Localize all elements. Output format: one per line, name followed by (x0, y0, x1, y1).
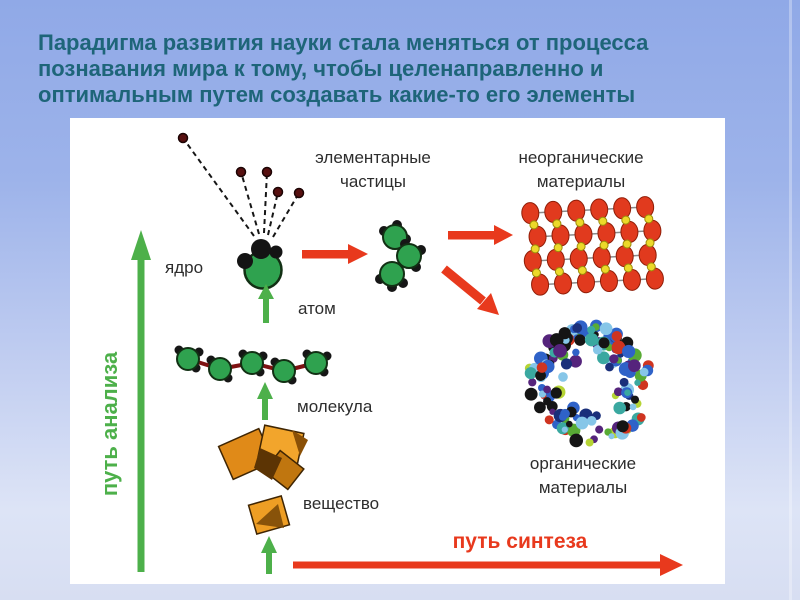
synthesis-path-arrow (293, 554, 683, 576)
green-arrow-molecule (257, 382, 273, 420)
title-line-3: оптимальным путем создавать какие-то его… (38, 82, 636, 107)
red-arrow-atom-to-inorganic (448, 225, 513, 245)
label-nucleus: ядро (165, 258, 204, 277)
red-arrow-nucleus-to-atom (302, 244, 368, 264)
analysis-path-arrow (131, 230, 151, 572)
inorganic-lattice-illustration (521, 196, 664, 296)
elementary-particle-dots (177, 132, 305, 199)
title-line-2: познавания мира к тому, чтобы целенаправ… (38, 56, 604, 81)
title-line-1: Парадигма развития науки стала меняться … (38, 30, 649, 55)
label-substance: вещество (303, 494, 380, 513)
diagram-panel: элементарные частицы неорганические мате… (70, 118, 725, 584)
nucleus-illustration (237, 239, 283, 290)
label-organic-materials: органические материалы (529, 454, 637, 497)
slide-edge-highlight (789, 0, 792, 600)
green-arrow-nucleus (258, 284, 274, 323)
organic-ring-illustration (524, 319, 654, 448)
molecule-chain-illustration (174, 345, 332, 385)
green-arrow-substance (261, 536, 277, 574)
red-arrow-atom-to-organic (441, 265, 499, 315)
elementary-particles-illustration (182, 137, 300, 238)
label-atom: атом (298, 299, 336, 318)
label-analysis-path: путь анализа (97, 351, 122, 497)
science-diagram-illustration (131, 132, 683, 576)
substance-crystals-illustration (217, 424, 308, 536)
atom-cluster-illustration (375, 220, 426, 292)
label-elementary-particles: элементарные частицы (315, 148, 431, 191)
slide-title: Парадигма развития науки стала меняться … (38, 30, 758, 108)
label-inorganic-materials: неорганические материалы (518, 148, 644, 191)
label-molecule: молекула (297, 397, 373, 416)
label-synthesis-path: путь синтеза (452, 530, 588, 553)
